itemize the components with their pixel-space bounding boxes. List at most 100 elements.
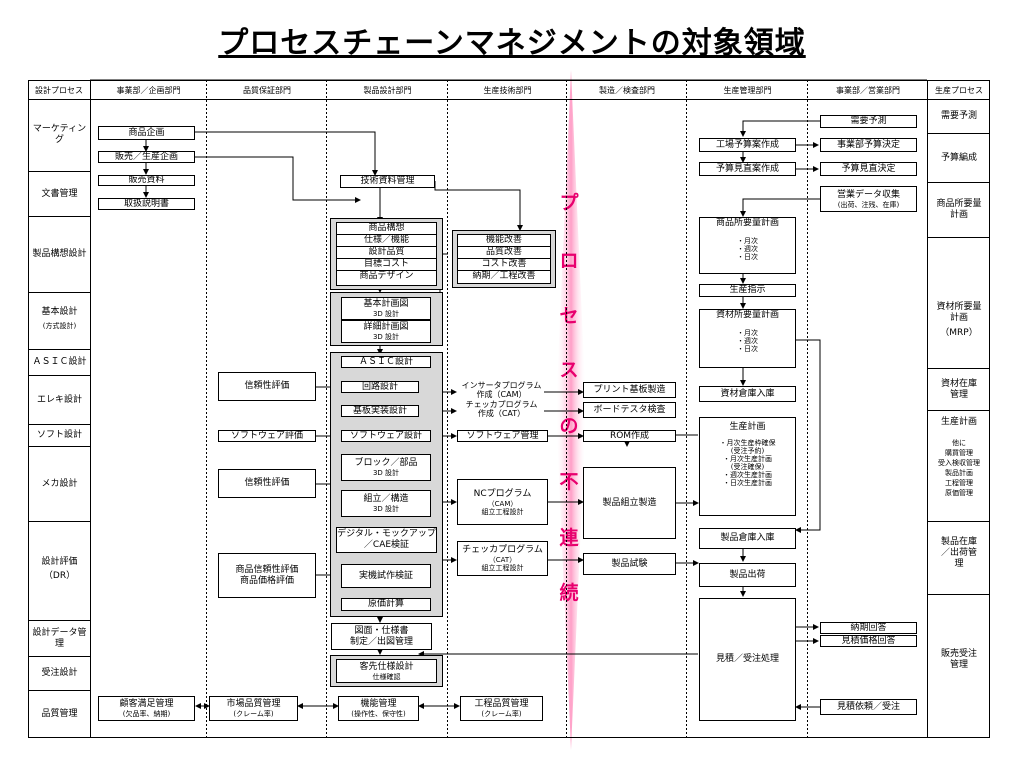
prod-order-box: 生産指示: [699, 284, 796, 297]
product-planning-box: 商品企画: [98, 126, 195, 140]
assembly-structure-box: 組立／構造 3D 設計: [341, 490, 431, 517]
basic-plan-sub: 3D 設計: [372, 310, 400, 318]
improvement-box: 機能改善 品質改善 コスト改善 納期／工程改善: [457, 234, 551, 284]
asic-design-box: ＡＳＩＣ設計: [341, 356, 431, 368]
assembly-structure-sub: 3D 設計: [372, 505, 400, 513]
reliability-eval-box: 信頼性評価: [218, 469, 316, 498]
pcb-mfg-box: プリント基板製造: [583, 382, 676, 398]
right-row-label: 需要予測: [940, 111, 977, 121]
page-title: プロセスチェーンマネジメントの対象領域: [218, 26, 806, 61]
right-row-note: 製品計画: [945, 468, 973, 477]
process-quality-label: 工程品質管理: [474, 699, 529, 709]
quote-order-box: 見積／受注処理: [699, 598, 796, 721]
right-row-label: 商品所要量計画: [936, 199, 982, 220]
plan-item: ・週次生産計画: [723, 471, 772, 479]
period-item: ・週次: [737, 337, 758, 345]
market-quality-sub: (クレーム率): [233, 710, 274, 718]
gap-char: セ: [559, 305, 579, 327]
sales-data-sub: (出荷、注残、在庫): [837, 200, 900, 209]
period-item: ・日次: [737, 345, 758, 353]
basic-plan-label: 基本計画図: [363, 299, 409, 309]
inserter-sub: 作成（CAM）: [476, 390, 527, 399]
right-row-note: 他に: [952, 438, 966, 447]
row-label: 設計評価: [41, 556, 78, 567]
market-quality-box: 市場品質管理 (クレーム率): [209, 696, 298, 721]
prod-plan-box: 生産計画 ・月次生産枠確保 (受注予約) ・月次生産計画 (受注確保) ・週次生…: [699, 417, 796, 516]
plan-item: (受注予約): [730, 447, 765, 455]
cs-mgmt-sub: (欠品率、納期): [122, 710, 171, 718]
row-label: ソフト設計: [36, 430, 82, 440]
right-row-label: 生産計画: [940, 416, 977, 427]
header-quality: 品質保証部門: [243, 85, 291, 95]
header-sales: 事業部／営業部門: [836, 85, 900, 95]
row-label: 受注設計: [41, 668, 78, 678]
nc-program-label: NCプログラム: [473, 488, 532, 499]
period-item: ・日次: [737, 253, 758, 261]
right-row-label: 予算編成: [940, 152, 977, 163]
manual-box: 取扱説明書: [98, 198, 195, 210]
improvement-item: コスト改善: [458, 258, 550, 270]
sales-prod-planning-box: 販売／生産企画: [98, 151, 195, 163]
plan-item: ・月次生産枠確保: [719, 439, 776, 447]
row-label-sub: (方式設計): [42, 321, 77, 330]
improvement-item: 機能改善: [485, 235, 522, 245]
concept-item: 仕様／機能: [337, 234, 436, 246]
product-shipping-box: 製品出荷: [699, 563, 796, 587]
checker-sub: 作成（CAT）: [477, 409, 526, 418]
sales-data-box: 営業データ収集 (出荷、注残、在庫): [820, 186, 917, 212]
right-row-label: 資材在庫管理: [940, 378, 977, 400]
detail-plan-label: 詳細計画図: [363, 322, 409, 332]
row-label: マーケティング: [32, 124, 87, 145]
period-item: ・月次: [737, 237, 758, 245]
detail-plan-box: 詳細計画図 3D 設計: [341, 320, 431, 343]
nc-program-sub2: 組立工程設計: [481, 507, 524, 516]
assembly-structure-label: 組立／構造: [363, 494, 409, 504]
function-mgmt-box: 機能管理 (操作性、保守性): [338, 696, 419, 721]
drawing-spec-box: 図面・仕様書 制定／出図管理: [331, 623, 432, 650]
concept-item: 設計品質: [337, 246, 436, 258]
inserter-label: インサータプログラム: [461, 381, 542, 390]
custom-spec-sub: 仕様確認: [372, 672, 401, 681]
custom-spec-label: 客先仕様設計: [359, 661, 414, 672]
delivery-answer-box: 納期回答: [820, 622, 917, 634]
plan-item: ・日次生産計画: [723, 479, 772, 487]
row-label: 製品構想設計: [32, 249, 87, 259]
budget-decision-box: 事業部予算決定: [820, 138, 917, 152]
inserter-program: インサータプログラム 作成（CAM）: [459, 381, 544, 399]
right-row-label: 資材所要量計画: [936, 302, 982, 323]
header-prodmgmt: 生産管理部門: [723, 85, 772, 95]
demand-forecast-box: 需要予測: [820, 115, 917, 128]
market-quality-label: 市場品質管理: [226, 699, 281, 709]
material-req-label: 資材所要量計画: [715, 310, 779, 320]
material-warehouse-box: 資材倉庫入庫: [699, 386, 796, 402]
cs-mgmt-label: 顧客満足管理: [119, 699, 174, 709]
detail-plan-sub: 3D 設計: [372, 333, 400, 341]
function-mgmt-sub: (操作性、保守性): [351, 710, 406, 718]
row-label: 文書管理: [41, 188, 78, 199]
drawing-spec-sub: 制定／出図管理: [349, 636, 413, 647]
prototype-verify-box: 実機試作検証: [341, 564, 431, 588]
process-quality-box: 工程品質管理 (クレーム率): [460, 696, 543, 721]
estimate-order-box: 見積依頼／受注: [820, 699, 917, 715]
concept-box: 商品構想 仕様／機能 設計品質 目標コスト 商品デザイン: [336, 222, 437, 286]
header-design: 製品設計部門: [363, 85, 412, 95]
gap-char: 不: [559, 471, 579, 493]
row-label: メカ設計: [41, 478, 78, 489]
custom-spec-box: 客先仕様設計 仕様確認: [336, 659, 437, 683]
software-design-box: ソフトウェア設計: [341, 430, 431, 442]
block-parts-box: ブロック／部品 3D 設計: [341, 454, 431, 481]
right-row-note: 受入検収管理: [938, 458, 980, 467]
checker-program: チェッカプログラム 作成（CAT）: [459, 400, 544, 418]
digital-mockup-box: デジタル・モックアップ ／CAE検証: [336, 527, 437, 553]
row-label-sub: （DR）: [43, 570, 76, 581]
board-design-box: 基板実装設計: [341, 405, 419, 417]
right-row-note: 原価管理: [945, 488, 973, 497]
assembly-mfg-box: 製品組立製造: [583, 467, 676, 539]
gap-char: プ: [559, 192, 579, 214]
checker-program-sub: （CAT）: [488, 556, 517, 564]
digital-mockup-label: デジタル・モックアップ: [337, 529, 436, 539]
budget-revision-box: 予算見直決定: [820, 162, 917, 176]
budget-estimate-box: 予算見直案作成: [699, 162, 796, 176]
circuit-design-box: 回路設計: [341, 381, 419, 393]
